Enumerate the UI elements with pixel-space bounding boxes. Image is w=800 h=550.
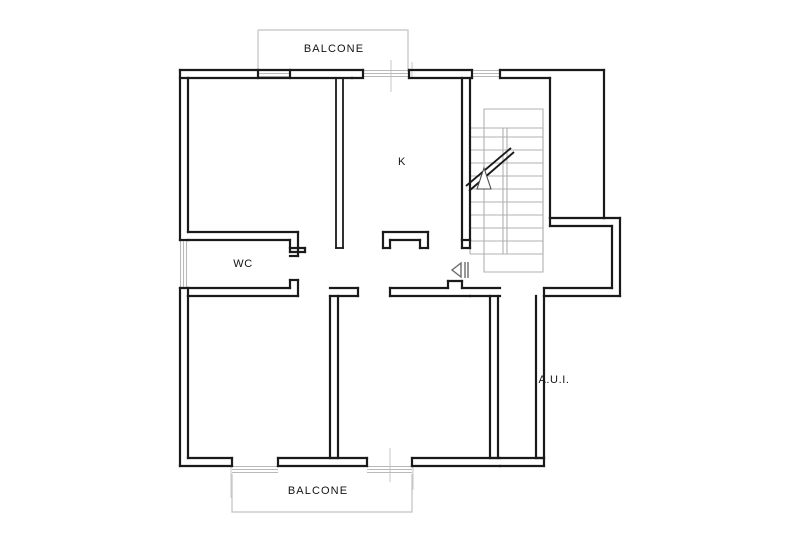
balcony-label-top: BALCONE bbox=[304, 43, 364, 55]
balcony-label-bottom: BALCONE bbox=[288, 485, 348, 497]
window-top-2 bbox=[363, 69, 409, 78]
window-bottom-1 bbox=[232, 465, 278, 474]
wall-wc-top bbox=[186, 230, 307, 258]
balcony-bottom-outline bbox=[231, 474, 413, 513]
window-left-wc bbox=[179, 240, 188, 288]
wall-central-horizontal bbox=[388, 279, 502, 298]
staircase bbox=[465, 108, 544, 273]
balcony-top-outline bbox=[257, 29, 409, 72]
wall-right-exterior bbox=[534, 68, 622, 468]
room-label-bathroom: WC bbox=[233, 258, 253, 270]
wall-kitchen-bottom-left bbox=[381, 230, 430, 250]
wall-left-exterior bbox=[178, 76, 234, 468]
wall-top-exterior bbox=[178, 68, 606, 80]
entrance-door-icon bbox=[450, 261, 469, 279]
room-label-living: A.U.I. bbox=[538, 374, 569, 386]
wall-wc-bottom bbox=[186, 278, 300, 298]
window-top-3 bbox=[472, 69, 500, 78]
room-label-kitchen: K bbox=[398, 156, 406, 168]
window-top-1 bbox=[258, 69, 290, 78]
window-bottom-2 bbox=[367, 465, 412, 474]
wall-partition-lower-bedrooms bbox=[328, 286, 360, 460]
axis-tick-marks bbox=[230, 60, 414, 498]
wall-bottom-exterior bbox=[276, 456, 546, 468]
wall-kitchen-right bbox=[460, 76, 472, 250]
wall-partition-bedroom-kitchen bbox=[335, 77, 344, 249]
wall-partition-bedroom-living bbox=[488, 294, 500, 460]
